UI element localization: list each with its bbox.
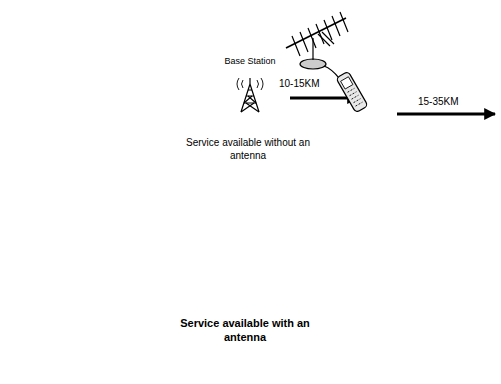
antenna-symbol — [286, 12, 348, 69]
base-station-zone: Base StationService available without an… — [104, 44, 396, 290]
zone-label: Service available without an antenna — [173, 137, 323, 162]
range-arrow — [397, 113, 495, 116]
phone-symbol — [336, 71, 368, 113]
zone-label: Service available with an antenna — [160, 317, 330, 345]
node-heading: Base Station — [190, 56, 310, 67]
zone-ellipse — [104, 44, 396, 290]
distance-label: 10-15KM — [279, 78, 320, 91]
distance-label: 15-35KM — [418, 96, 459, 109]
tower-symbol — [237, 78, 263, 112]
